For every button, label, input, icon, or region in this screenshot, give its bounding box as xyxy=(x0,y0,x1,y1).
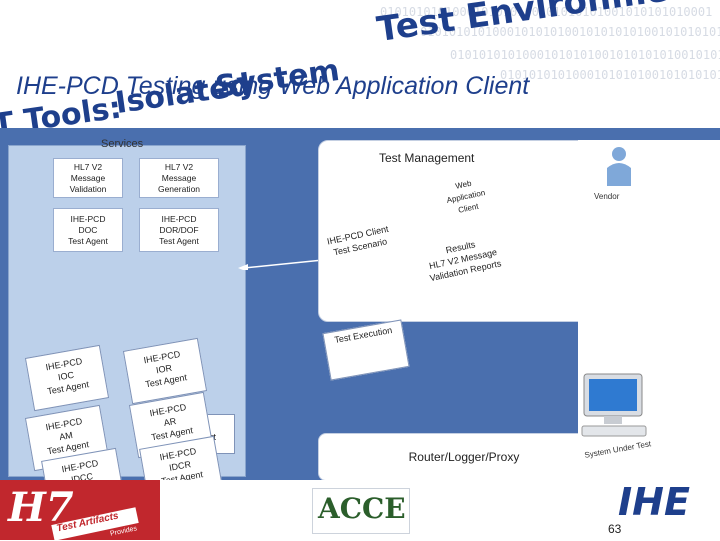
services-label: Services xyxy=(101,138,144,150)
service-box-generation: HL7 V2 Message Generation xyxy=(139,158,219,198)
binary-pattern: 0101010101000101010100101010101001010101… xyxy=(420,25,720,39)
ihe-logo: IHE xyxy=(618,480,690,524)
binary-pattern: 0101010101000101010100101010101001010101… xyxy=(500,68,720,82)
arrow-head xyxy=(238,264,248,270)
test-management-panel: Test Management Web Application Client I… xyxy=(318,140,610,322)
test-management-label: Test Management xyxy=(379,151,475,165)
web-client-label: Web Application Client xyxy=(445,178,486,215)
page-number: 63 xyxy=(608,522,622,536)
vendor-label: Vendor xyxy=(594,192,620,201)
results-label: Results HL7 V2 Message Validation Report… xyxy=(428,239,503,284)
subtitle: IHE-PCD Testing using Web Application Cl… xyxy=(16,72,530,100)
services-panel: Services HL7 V2 Message Validation HL7 V… xyxy=(8,138,246,513)
acce-text: ACCE xyxy=(318,492,406,525)
router-box: Router/Logger/Proxy xyxy=(318,433,610,481)
computer-icon xyxy=(578,370,658,455)
binary-pattern: 0101010101000101010100101010101001010101… xyxy=(380,5,713,19)
arrow-to-services xyxy=(238,259,324,270)
acce-logo xyxy=(312,488,410,534)
title-band: 0101010101000101010100101010101001010101… xyxy=(0,0,720,128)
binary-pattern: 0101010101000101010100101010101001010101… xyxy=(450,48,720,62)
scenario-label: IHE-PCD Client Test Scenario xyxy=(326,223,390,258)
arrow-line xyxy=(243,259,324,269)
vendor-panel: Vendor System Under Test xyxy=(578,140,720,480)
service-box-dor: IHE-PCD DOR/DOF Test Agent xyxy=(139,208,219,252)
person-icon xyxy=(606,146,632,191)
service-box-doc: IHE-PCD DOC Test Agent xyxy=(53,208,123,252)
service-box-validation: HL7 V2 Message Validation xyxy=(53,158,123,198)
